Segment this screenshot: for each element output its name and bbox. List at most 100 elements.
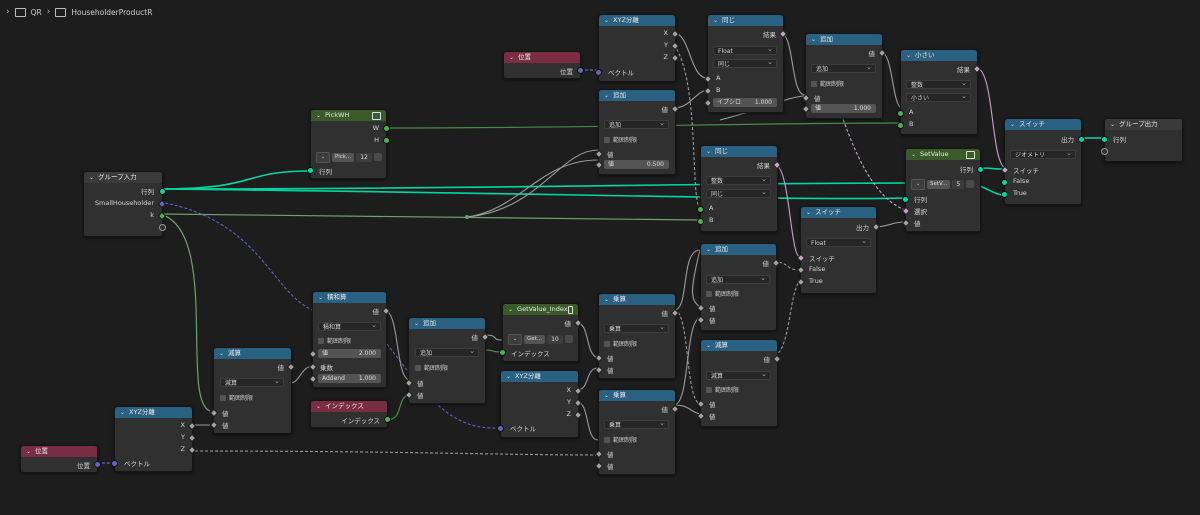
group-output-node[interactable]: ⌄グループ出力 行列 (1101, 118, 1183, 162)
socket-in-2[interactable] (801, 104, 811, 114)
collapse-icon[interactable]: ⌄ (1110, 121, 1116, 128)
socket-in-2[interactable] (594, 365, 604, 375)
clamp-checkbox[interactable]: 範囲制限 (604, 339, 637, 348)
data-type-dropdown[interactable]: Float (713, 45, 777, 55)
socket-matrix-in[interactable] (902, 196, 909, 203)
socket-out[interactable] (480, 332, 490, 342)
socket-empty[interactable] (159, 224, 166, 231)
socket-in-1[interactable] (696, 399, 706, 409)
collapse-icon[interactable]: ⌄ (26, 448, 32, 455)
socket-empty[interactable] (1101, 148, 1108, 155)
collapse-icon[interactable]: ⌄ (316, 403, 322, 410)
operation-dropdown[interactable]: 減算 (220, 377, 284, 387)
setvalue-group-node[interactable]: ⌄SetValue 行列 ⌄SetV...5 行列 選択 値 (901, 148, 984, 232)
socket-matrix[interactable] (307, 167, 314, 174)
operation-dropdown[interactable]: 追加 (706, 274, 770, 284)
collapse-icon[interactable]: ⌄ (219, 350, 225, 357)
socket-out[interactable] (772, 354, 782, 364)
collapse-icon[interactable]: ⌄ (89, 174, 95, 181)
collapse-icon[interactable]: ⌄ (911, 151, 917, 158)
socket-in-1[interactable] (404, 378, 414, 388)
separate-xyz-node[interactable]: ⌄XYZ分離 X Y Z ベクトル (595, 14, 680, 82)
socket-in-value[interactable] (308, 349, 318, 359)
socket-x[interactable] (670, 29, 680, 39)
socket-out[interactable] (573, 318, 583, 328)
node-group-selector[interactable]: ⌄Get...10 (508, 333, 573, 345)
socket-in-1[interactable] (209, 408, 219, 418)
operation-dropdown[interactable]: 乗算 (604, 323, 669, 333)
socket-epsilon[interactable] (703, 98, 713, 108)
getvalue-index-group-node[interactable]: ⌄GetValue_Index 値 ⌄Get...10 インデックス (499, 303, 583, 362)
operation-dropdown[interactable]: 乗算 (604, 419, 669, 429)
socket-in-1[interactable] (594, 149, 604, 159)
socket-result[interactable] (778, 29, 788, 39)
node-group-selector[interactable]: ⌄SetV...5 (911, 178, 975, 190)
operation-dropdown[interactable]: 減算 (706, 370, 771, 380)
socket-in-addend[interactable] (308, 374, 318, 384)
socket-z[interactable] (573, 410, 583, 420)
socket-in-1[interactable] (801, 93, 811, 103)
socket-h[interactable] (383, 137, 390, 144)
collapse-icon[interactable]: ⌄ (604, 92, 610, 99)
socket-true[interactable] (796, 277, 806, 287)
position-node[interactable]: ⌄位置 位置 (20, 445, 101, 473)
socket-out[interactable] (286, 362, 296, 372)
socket-in-1[interactable] (594, 449, 604, 459)
data-type-dropdown[interactable]: 整数 (706, 175, 771, 185)
clamp-checkbox[interactable]: 範囲制限 (604, 135, 637, 144)
socket-y[interactable] (573, 398, 583, 408)
socket-false[interactable] (1001, 179, 1008, 186)
compare-less-node[interactable]: ⌄小さい 結果 整数 小さい A B (897, 49, 982, 135)
multiply-node[interactable]: ⌄乗算 値 乗算 範囲制限 値 値 (594, 293, 680, 379)
add-node[interactable]: ⌄追加 値 追加 範囲制限 値 値 (404, 317, 490, 404)
socket-x[interactable] (573, 386, 583, 396)
socket-switch[interactable] (1000, 165, 1010, 175)
socket-in-2[interactable] (209, 420, 219, 430)
data-type-dropdown[interactable]: Float (806, 237, 871, 247)
socket-vector[interactable] (595, 69, 602, 76)
clamp-checkbox[interactable]: 範囲制限 (415, 363, 448, 372)
data-type-dropdown[interactable]: ジオメトリ (1010, 149, 1076, 159)
collapse-icon[interactable]: ⌄ (318, 294, 324, 301)
socket-in-1[interactable] (696, 303, 706, 313)
socket-in-multiplier[interactable] (308, 362, 318, 372)
socket-out[interactable] (877, 48, 887, 58)
clamp-checkbox[interactable]: 範囲制限 (318, 336, 351, 345)
separate-xyz-node[interactable]: ⌄XYZ分離 X Y Z ベクトル (497, 370, 583, 438)
socket-out[interactable] (771, 258, 781, 268)
socket-a[interactable] (897, 110, 904, 117)
socket-result[interactable] (772, 160, 782, 170)
group-input-node[interactable]: ⌄グループ入力 行列 SmallHouseholder k (83, 171, 167, 237)
socket-true[interactable] (1001, 191, 1008, 198)
position-node[interactable]: ⌄位置 位置 (503, 51, 584, 79)
separate-xyz-node[interactable]: ⌄XYZ分離 X Y Z ベクトル (111, 406, 197, 472)
socket-out[interactable] (670, 308, 680, 318)
socket-output[interactable] (871, 222, 881, 232)
socket-out[interactable] (670, 104, 680, 114)
collapse-icon[interactable]: ⌄ (1010, 121, 1016, 128)
socket-switch[interactable] (796, 253, 806, 263)
socket-z[interactable] (187, 445, 197, 455)
collapse-icon[interactable]: ⌄ (604, 296, 610, 303)
socket-position[interactable] (94, 461, 101, 468)
socket-in-1[interactable] (594, 353, 604, 363)
add-node[interactable]: ⌄追加 値 追加 範囲制限 値 値1.000 (801, 33, 887, 119)
collapse-icon[interactable]: ⌄ (509, 54, 515, 61)
socket-value[interactable] (901, 218, 911, 228)
socket-in-2[interactable] (696, 315, 706, 325)
collapse-icon[interactable]: ⌄ (906, 52, 912, 59)
socket-index[interactable] (384, 416, 391, 423)
mode-dropdown[interactable]: 同じ (706, 188, 771, 198)
socket-y[interactable] (187, 433, 197, 443)
switch-node[interactable]: ⌄スイッチ 出力 ジオメトリ スイッチ False True (1000, 118, 1085, 205)
socket-b[interactable] (897, 122, 904, 129)
collapse-icon[interactable]: ⌄ (120, 409, 126, 416)
socket-false[interactable] (796, 265, 806, 275)
operation-dropdown[interactable]: 追加 (415, 347, 479, 357)
clamp-checkbox[interactable]: 範囲制限 (220, 393, 253, 402)
socket-in-2[interactable] (404, 390, 414, 400)
socket-result[interactable] (972, 64, 982, 74)
